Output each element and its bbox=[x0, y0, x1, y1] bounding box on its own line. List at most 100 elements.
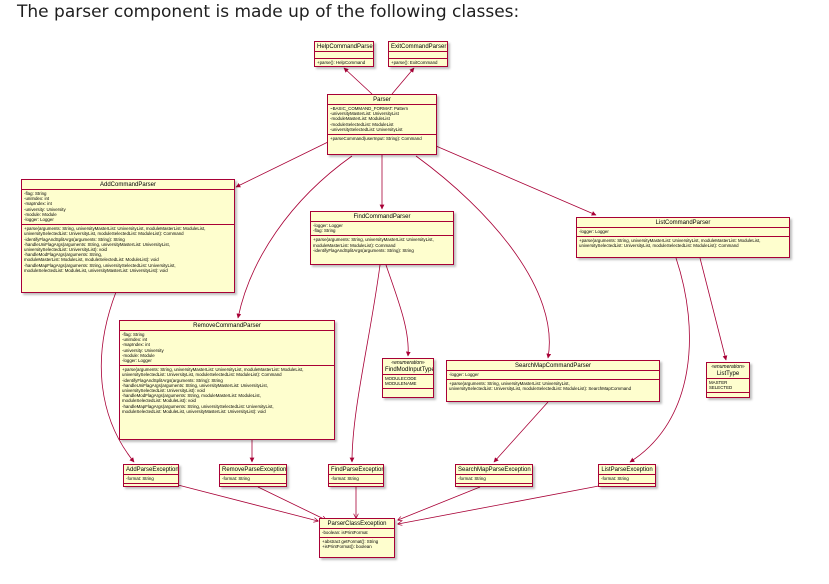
class-member: -logger: Logger bbox=[313, 223, 343, 228]
class-search-map-command-parser: SearchMapCommandParser -logger: Logger +… bbox=[446, 360, 660, 402]
class-member: MODULENAME bbox=[385, 381, 417, 387]
class-name: RemoveParseException bbox=[222, 467, 287, 473]
class-member: -mapIndex: int bbox=[122, 342, 150, 348]
class-member: -boolean: isPrintFormat bbox=[322, 530, 368, 535]
page-heading: The parser component is made up of the f… bbox=[17, 2, 520, 22]
class-fields: -format: String bbox=[599, 474, 655, 483]
class-member: universitySelectedList: UniversityList):… bbox=[122, 388, 205, 394]
class-name: HelpCommandParser bbox=[317, 44, 374, 50]
class-fields: -boolean: isPrintFormat bbox=[320, 528, 394, 537]
class-methods bbox=[329, 483, 383, 486]
class-name: FindParseException bbox=[331, 467, 384, 473]
class-member: -handleMapFlagArgs(arguments: String, un… bbox=[24, 262, 176, 268]
class-member: universitySelectedList: UniversityList):… bbox=[24, 247, 107, 253]
class-member: -identifyFlagAndSplitArgs(arguments: Str… bbox=[24, 236, 125, 242]
class-member: +parse(arguments: String, universityMast… bbox=[449, 381, 570, 387]
class-methods: +parse(arguments: String, universityMast… bbox=[120, 365, 334, 416]
class-parser-class-exception: ParserClassException -boolean: isPrintFo… bbox=[319, 518, 395, 558]
class-member: +parse(arguments: String, universityMast… bbox=[24, 226, 206, 232]
class-member: -flag: String bbox=[313, 228, 336, 234]
class-member: -format: String bbox=[331, 476, 359, 481]
class-name: AddParseException bbox=[126, 467, 179, 473]
class-member: +abstract getFormat(): String bbox=[322, 539, 379, 545]
class-help-command-parser: HelpCommandParser +parse(): HelpCommand bbox=[314, 41, 374, 67]
class-name: FindModInputType bbox=[385, 367, 434, 373]
class-name: SearchMapParseException bbox=[458, 467, 531, 473]
class-fields: -logger: Logger-flag: String bbox=[311, 221, 453, 235]
class-member: -logger: Logger bbox=[449, 372, 479, 377]
class-member: MODULECODE bbox=[385, 376, 417, 381]
class-member: +parse(arguments: String, universityMast… bbox=[579, 238, 761, 244]
class-member: -universityMasterList: UniversityList bbox=[330, 111, 399, 117]
class-name: ExitCommandParser bbox=[391, 44, 447, 50]
class-fields: ~BASIC_COMMAND_FORMAT: Pattern-universit… bbox=[328, 104, 436, 134]
edge-removeex-base bbox=[257, 486, 326, 520]
class-member: +isPrintFormat(): boolean bbox=[322, 544, 372, 550]
class-member: MASTER bbox=[709, 380, 728, 385]
edge-find-findex bbox=[349, 264, 381, 463]
class-member: moduleSelectedList: ModuleList, universi… bbox=[122, 408, 266, 414]
class-fields bbox=[315, 51, 373, 58]
class-member: -logger: Logger bbox=[122, 358, 152, 364]
class-member: -logger: Logger bbox=[579, 229, 609, 234]
class-member: universitySelectedList: UniversityList, … bbox=[449, 386, 632, 392]
class-member: -universitySelectedList: UniversityList bbox=[330, 126, 403, 132]
class-member: -university: University bbox=[24, 206, 66, 212]
class-member: -university: University bbox=[122, 347, 164, 353]
edge-searchmap-searchex bbox=[493, 401, 549, 463]
class-methods bbox=[220, 483, 286, 486]
class-stereotype: «enumeration» bbox=[711, 364, 745, 370]
edge-parser-help bbox=[343, 67, 373, 95]
class-methods: +parse(): HelpCommand bbox=[315, 58, 373, 66]
class-exit-command-parser: ExitCommandParser +parse(): ExitCommand bbox=[388, 41, 448, 67]
class-member: moduleMasterList: ModuleList): Command bbox=[313, 242, 396, 248]
class-fields bbox=[389, 51, 447, 58]
class-member: -identifyFlagAndSplitArgs(arguments: Str… bbox=[313, 247, 414, 253]
class-member: -moduleSelectedList: ModuleList bbox=[330, 121, 394, 127]
class-methods bbox=[456, 483, 532, 486]
class-fields: -logger: Logger bbox=[447, 370, 659, 379]
class-methods: +parse(): ExitCommand bbox=[389, 58, 447, 66]
class-methods: +parse(arguments: String, universityMast… bbox=[577, 236, 789, 250]
edge-listex-base bbox=[398, 484, 605, 524]
class-member: -format: String bbox=[601, 476, 629, 481]
class-member: -format: String bbox=[458, 476, 486, 481]
edge-parser-searchmap bbox=[415, 155, 552, 359]
class-member: ~BASIC_COMMAND_FORMAT: Pattern bbox=[330, 106, 409, 111]
class-member: moduleMasterList: ModuleList, moduleSele… bbox=[24, 257, 159, 263]
class-member: -handleUniFlagArgs(arguments: String, un… bbox=[24, 241, 170, 247]
class-methods bbox=[599, 483, 655, 486]
edge-parser-remove bbox=[236, 155, 353, 319]
class-methods: +parse(arguments: String, universityMast… bbox=[311, 235, 453, 255]
class-methods: +abstract getFormat(): String+isPrintFor… bbox=[320, 537, 394, 551]
class-member: -handleUniFlagArgs(arguments: String, un… bbox=[122, 382, 268, 388]
class-member: -format: String bbox=[222, 476, 250, 481]
class-name: SearchMapCommandParser bbox=[514, 363, 592, 369]
class-remove-command-parser: RemoveCommandParser -flag: String-uniInd… bbox=[119, 320, 335, 440]
enum-find-mod-input-type: «enumeration» FindModInputType MODULECOD… bbox=[382, 358, 434, 398]
class-member: -module: Module bbox=[122, 352, 155, 358]
class-member: -mapIndex: int bbox=[24, 201, 52, 207]
edge-searchex-base bbox=[398, 486, 481, 520]
class-member: +parse(arguments: String, universityMast… bbox=[313, 237, 434, 243]
edge-list-listtype bbox=[699, 257, 728, 361]
class-name: ListParseException bbox=[601, 467, 653, 473]
class-name: ParserClassException bbox=[327, 521, 387, 527]
class-member: -module: Module bbox=[24, 211, 57, 217]
class-name: Parser bbox=[373, 97, 391, 103]
class-member: -handleModFlagArgs(arguments: String, mo… bbox=[122, 393, 261, 399]
edge-parser-list bbox=[435, 145, 597, 216]
class-methods bbox=[124, 483, 178, 486]
class-name: ListCommandParser bbox=[655, 220, 711, 226]
class-member: -handleMapFlagArgs(arguments: String, un… bbox=[122, 403, 274, 409]
class-member: universitySelectedList: UniversityList, … bbox=[24, 231, 184, 237]
class-methods bbox=[707, 392, 749, 397]
class-fields: -format: String bbox=[456, 474, 532, 483]
class-fields: -flag: String-uniIndex: int-mapIndex: in… bbox=[22, 189, 234, 224]
class-member: -handleModFlagArgs(arguments: String, bbox=[24, 252, 103, 258]
class-methods: +parse(arguments: String, universityMast… bbox=[447, 379, 659, 393]
class-add-command-parser: AddCommandParser -flag: String-uniIndex:… bbox=[21, 179, 235, 293]
